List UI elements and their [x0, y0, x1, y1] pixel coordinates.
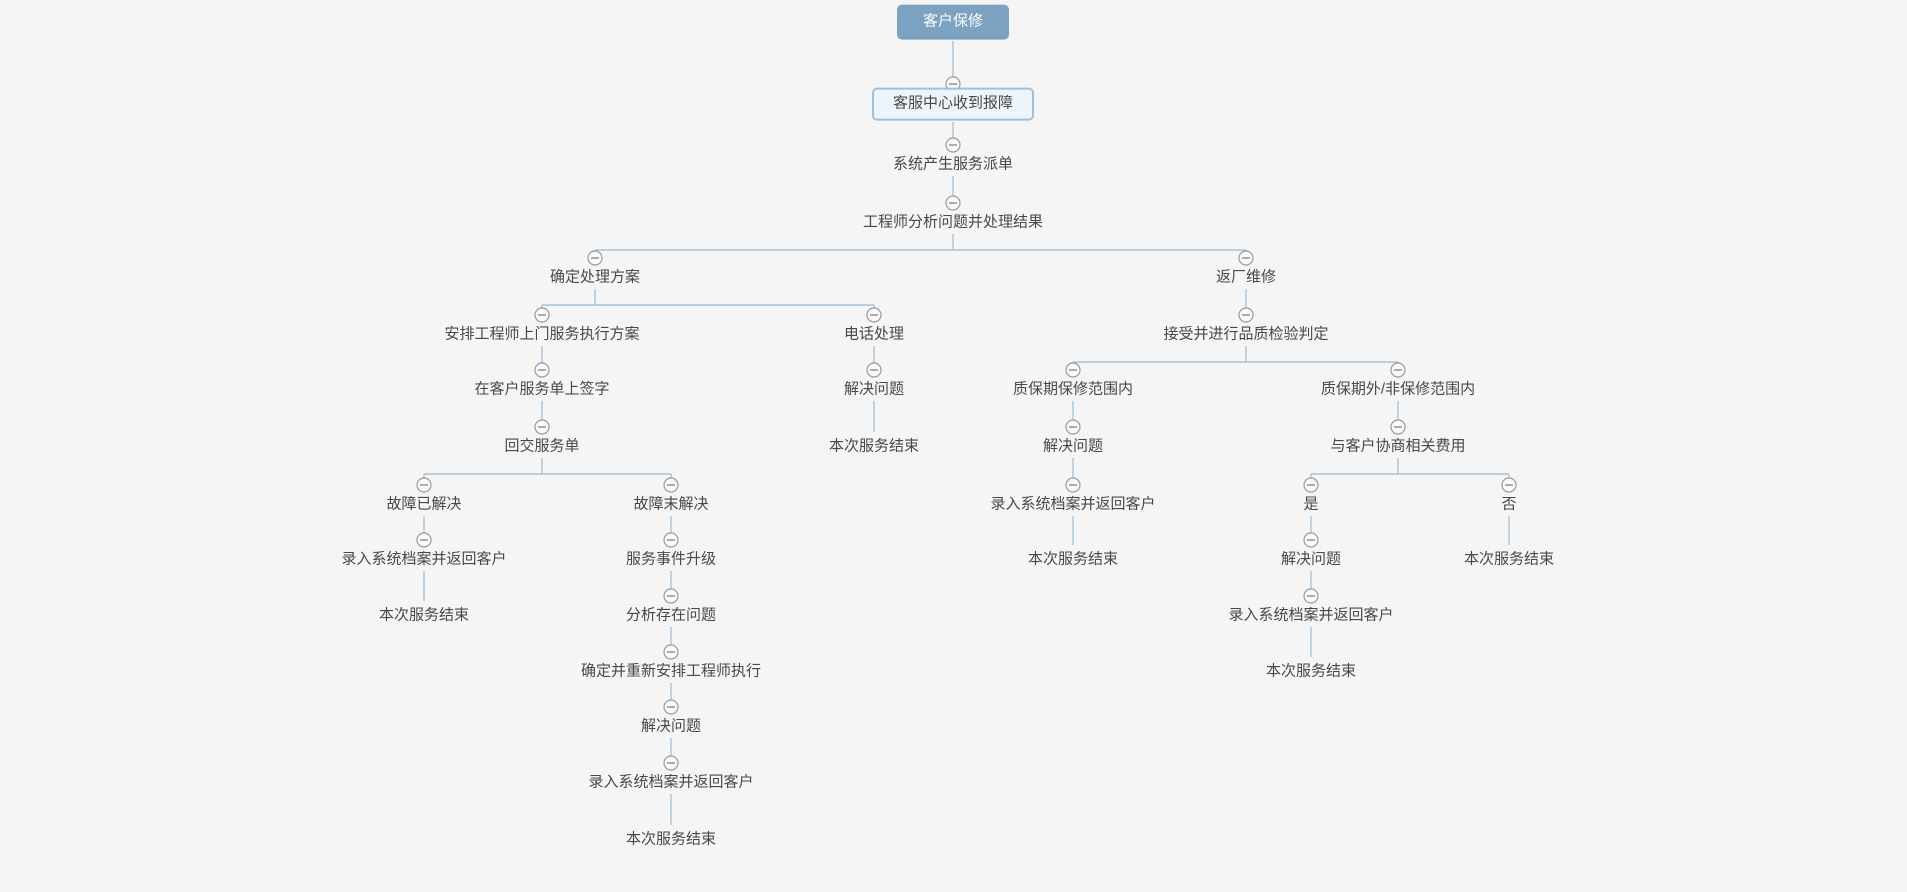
mindmap-node[interactable]: 本次服务结束: [1265, 662, 1357, 680]
mindmap-node[interactable]: 解决问题: [1042, 437, 1104, 455]
mindmap-node[interactable]: 工程师分析问题并处理结果: [862, 213, 1044, 231]
mindmap-node[interactable]: 本次服务结束: [1463, 550, 1555, 568]
mindmap-node[interactable]: 确定处理方案: [549, 268, 641, 286]
mindmap-node[interactable]: 电话处理: [843, 325, 905, 343]
collapse-icon[interactable]: [866, 362, 882, 378]
mindmap-node[interactable]: 录入系统档案并返回客户: [341, 550, 507, 568]
collapse-icon[interactable]: [416, 532, 432, 548]
collapse-icon[interactable]: [663, 644, 679, 660]
mindmap-node[interactable]: 解决问题: [843, 380, 905, 398]
collapse-icon[interactable]: [1303, 477, 1319, 493]
mindmap-node[interactable]: 录入系统档案并返回客户: [990, 495, 1156, 513]
mindmap-node[interactable]: 安排工程师上门服务执行方案: [444, 325, 640, 343]
collapse-icon[interactable]: [663, 588, 679, 604]
collapse-icon[interactable]: [1390, 362, 1406, 378]
collapse-icon[interactable]: [1501, 477, 1517, 493]
collapse-icon[interactable]: [663, 532, 679, 548]
collapse-icon[interactable]: [1065, 477, 1081, 493]
mindmap-node[interactable]: 返厂维修: [1215, 268, 1277, 286]
collapse-icon[interactable]: [534, 419, 550, 435]
collapse-icon[interactable]: [663, 477, 679, 493]
collapse-icon[interactable]: [1238, 250, 1254, 266]
mindmap-node[interactable]: 解决问题: [1280, 550, 1342, 568]
mindmap-node[interactable]: 客户保修: [896, 4, 1010, 40]
mindmap-node[interactable]: 录入系统档案并返回客户: [1228, 606, 1394, 624]
mindmap-node[interactable]: 确定并重新安排工程师执行: [580, 662, 762, 680]
collapse-icon[interactable]: [1065, 419, 1081, 435]
collapse-icon[interactable]: [866, 307, 882, 323]
collapse-icon[interactable]: [1303, 588, 1319, 604]
mindmap-node[interactable]: 服务事件升级: [625, 550, 717, 568]
collapse-icon[interactable]: [1238, 307, 1254, 323]
mindmap-node[interactable]: 本次服务结束: [1027, 550, 1119, 568]
collapse-icon[interactable]: [534, 307, 550, 323]
mindmap-node[interactable]: 客服中心收到报障: [871, 87, 1035, 121]
collapse-icon[interactable]: [663, 699, 679, 715]
mindmap-node[interactable]: 与客户协商相关费用: [1330, 437, 1466, 455]
mindmap-node[interactable]: 接受并进行品质检验判定: [1163, 325, 1329, 343]
mindmap-node[interactable]: 否: [1501, 495, 1517, 513]
mindmap-node[interactable]: 本次服务结束: [828, 437, 920, 455]
mindmap-node[interactable]: 本次服务结束: [378, 606, 470, 624]
mindmap-node[interactable]: 分析存在问题: [625, 606, 717, 624]
mindmap-node[interactable]: 解决问题: [640, 717, 702, 735]
mindmap-node[interactable]: 质保期保修范围内: [1012, 380, 1134, 398]
mindmap-node[interactable]: 质保期外/非保修范围内: [1320, 380, 1476, 398]
collapse-icon[interactable]: [1390, 419, 1406, 435]
collapse-icon[interactable]: [416, 477, 432, 493]
collapse-icon[interactable]: [945, 195, 961, 211]
collapse-icon[interactable]: [587, 250, 603, 266]
mindmap-node[interactable]: 在客户服务单上签字: [474, 380, 610, 398]
collapse-icon[interactable]: [945, 137, 961, 153]
mindmap-node[interactable]: 录入系统档案并返回客户: [588, 773, 754, 791]
mindmap-node[interactable]: 系统产生服务派单: [892, 155, 1014, 173]
mindmap-node[interactable]: 故障末解决: [633, 495, 709, 513]
collapse-icon[interactable]: [663, 755, 679, 771]
mindmap-node[interactable]: 是: [1303, 495, 1319, 513]
collapse-icon[interactable]: [1303, 532, 1319, 548]
mindmap-node[interactable]: 故障已解决: [386, 495, 462, 513]
collapse-icon[interactable]: [1065, 362, 1081, 378]
mindmap-node[interactable]: 回交服务单: [504, 437, 580, 455]
mindmap-node[interactable]: 本次服务结束: [625, 830, 717, 848]
collapse-icon[interactable]: [534, 362, 550, 378]
